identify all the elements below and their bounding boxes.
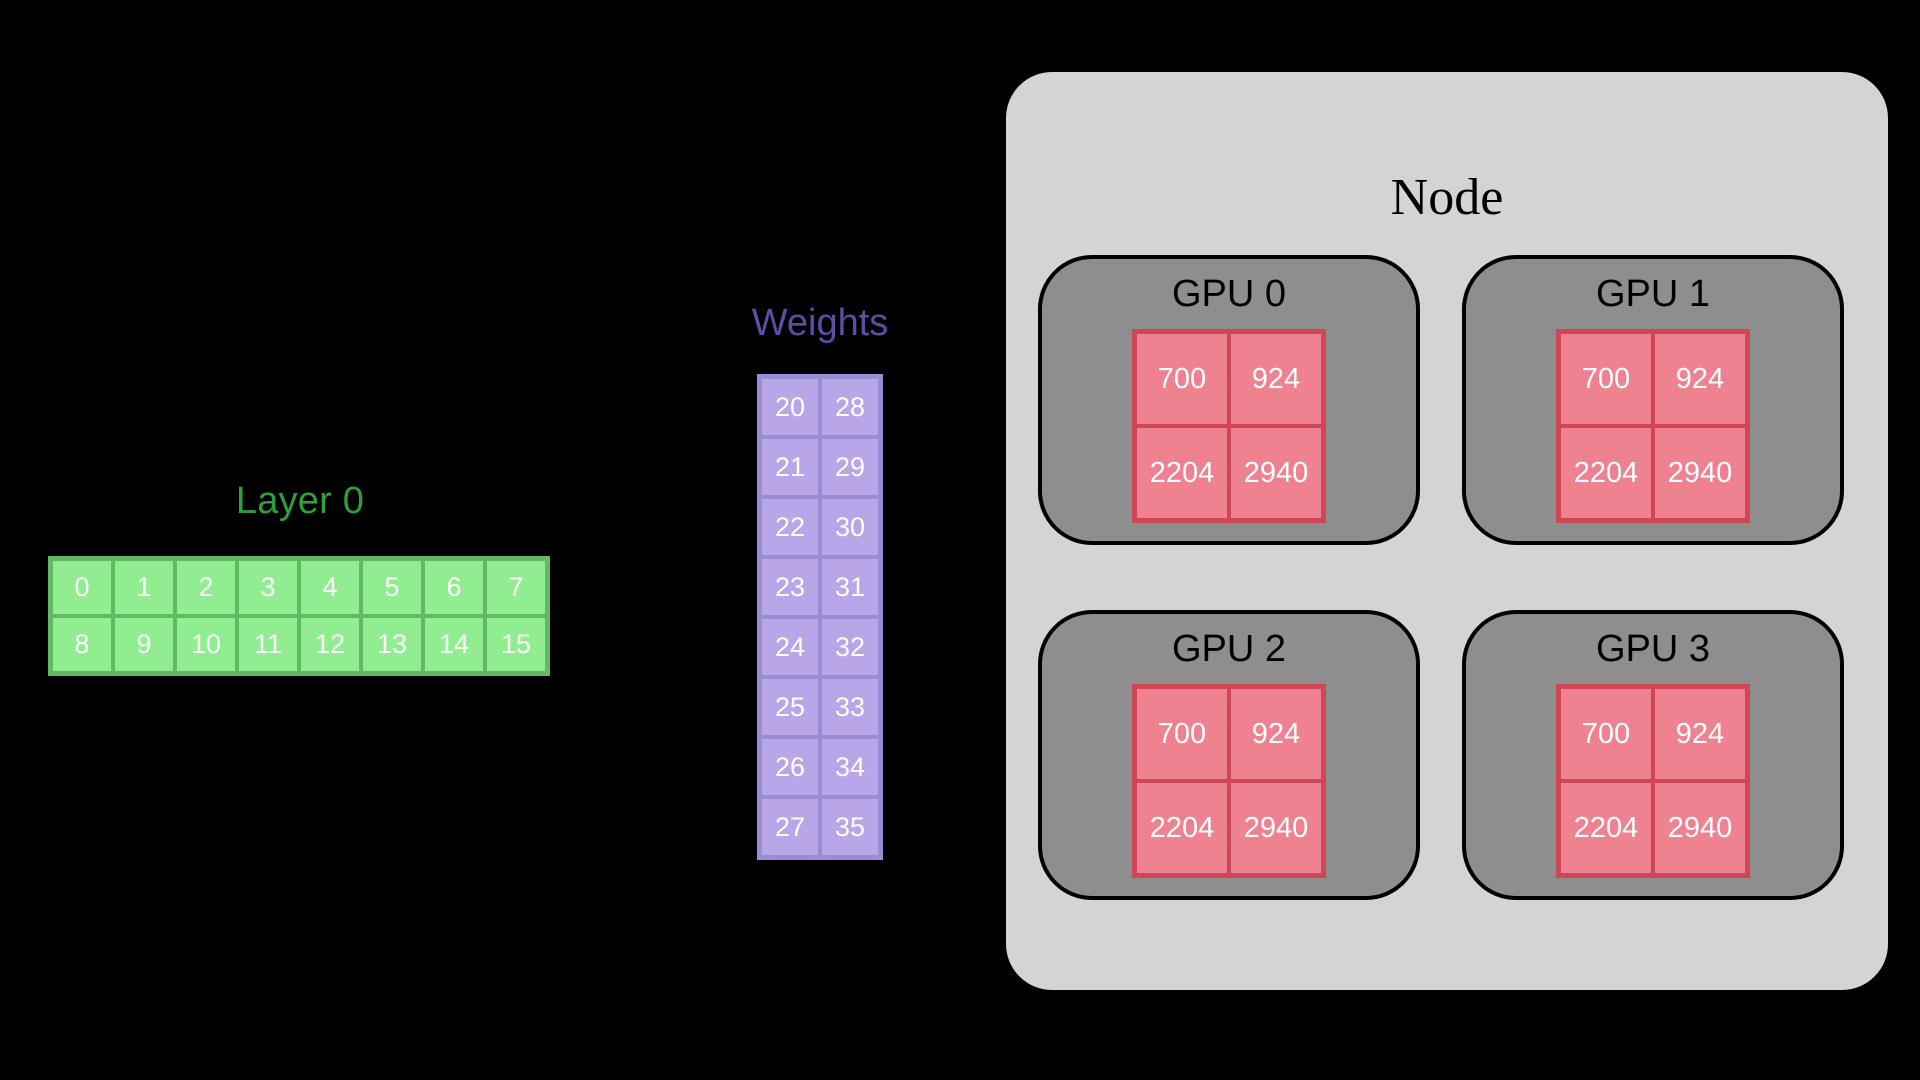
layer0-cell: 6 (423, 559, 485, 616)
weights-grid: 20 28 21 29 22 30 23 31 24 32 25 33 26 3… (757, 374, 883, 860)
weights-cell: 24 (760, 617, 820, 677)
weights-cell: 28 (820, 377, 880, 437)
weights-cell: 31 (820, 557, 880, 617)
layer0-cell: 11 (237, 616, 299, 673)
gpu-cell: 924 (1229, 332, 1323, 426)
weights-cell: 33 (820, 677, 880, 737)
layer0-cell: 0 (51, 559, 113, 616)
gpu-title: GPU 3 (1595, 628, 1711, 670)
weights-row: 22 30 (760, 497, 880, 557)
layer0-grid: 0 1 2 3 4 5 6 7 8 9 10 11 12 13 14 15 (48, 556, 550, 676)
gpu-cell: 2940 (1229, 426, 1323, 520)
weights-cell: 27 (760, 797, 820, 857)
gpu-cell: 700 (1135, 687, 1229, 781)
gpu-cell: 700 (1135, 332, 1229, 426)
layer0-cell: 4 (299, 559, 361, 616)
weights-row: 23 31 (760, 557, 880, 617)
layer0-row: 0 1 2 3 4 5 6 7 (51, 559, 547, 616)
gpu-grid-row: 2204 2940 (1559, 781, 1747, 875)
layer0-cell: 7 (485, 559, 547, 616)
layer0-cell: 14 (423, 616, 485, 673)
weights-row: 26 34 (760, 737, 880, 797)
gpu-grid-row: 700 924 (1559, 687, 1747, 781)
layer0-cell: 10 (175, 616, 237, 673)
layer0-cell: 3 (237, 559, 299, 616)
layer0-cell: 5 (361, 559, 423, 616)
gpu-cell: 700 (1559, 332, 1653, 426)
layer0-cell: 9 (113, 616, 175, 673)
gpu-grid: 700 924 2204 2940 (1556, 684, 1750, 878)
weights-cell: 32 (820, 617, 880, 677)
weights-cell: 30 (820, 497, 880, 557)
gpu-title: GPU 0 (1171, 273, 1287, 315)
layer0-row: 8 9 10 11 12 13 14 15 (51, 616, 547, 673)
gpu-grid-row: 700 924 (1559, 332, 1747, 426)
gpu-box-0: GPU 0 700 924 2204 2940 (1038, 255, 1420, 545)
gpu-grid: 700 924 2204 2940 (1132, 329, 1326, 523)
gpu-title: GPU 1 (1595, 273, 1711, 315)
weights-label: Weights (751, 302, 889, 344)
gpu-cell: 2204 (1559, 781, 1653, 875)
gpu-cell: 2204 (1135, 781, 1229, 875)
gpu-box-1: GPU 1 700 924 2204 2940 (1462, 255, 1844, 545)
weights-cell: 26 (760, 737, 820, 797)
weights-row: 20 28 (760, 377, 880, 437)
gpu-cell: 2204 (1135, 426, 1229, 520)
gpu-cell: 700 (1559, 687, 1653, 781)
gpu-grid: 700 924 2204 2940 (1132, 684, 1326, 878)
gpu-title: GPU 2 (1171, 628, 1287, 670)
weights-cell: 29 (820, 437, 880, 497)
layer0-cell: 1 (113, 559, 175, 616)
weights-row: 27 35 (760, 797, 880, 857)
gpu-grid-row: 2204 2940 (1135, 781, 1323, 875)
weights-cell: 23 (760, 557, 820, 617)
layer0-cell: 2 (175, 559, 237, 616)
weights-cell: 22 (760, 497, 820, 557)
weights-cell: 34 (820, 737, 880, 797)
layer0-cell: 13 (361, 616, 423, 673)
weights-cell: 35 (820, 797, 880, 857)
gpu-grid-row: 2204 2940 (1135, 426, 1323, 520)
weights-cell: 21 (760, 437, 820, 497)
layer0-label: Layer 0 (235, 480, 365, 522)
gpu-cell: 924 (1229, 687, 1323, 781)
gpu-cell: 2940 (1653, 781, 1747, 875)
gpu-cell: 2940 (1653, 426, 1747, 520)
layer0-cell: 15 (485, 616, 547, 673)
weights-cell: 20 (760, 377, 820, 437)
gpu-grid-row: 2204 2940 (1559, 426, 1747, 520)
gpu-cell: 2204 (1559, 426, 1653, 520)
layer0-cell: 12 (299, 616, 361, 673)
gpu-grid: 700 924 2204 2940 (1556, 329, 1750, 523)
gpu-box-2: GPU 2 700 924 2204 2940 (1038, 610, 1420, 900)
gpu-grid-row: 700 924 (1135, 687, 1323, 781)
node-title: Node (1390, 169, 1504, 226)
layer0-cell: 8 (51, 616, 113, 673)
weights-cell: 25 (760, 677, 820, 737)
weights-row: 21 29 (760, 437, 880, 497)
gpu-grid-row: 700 924 (1135, 332, 1323, 426)
gpu-cell: 2940 (1229, 781, 1323, 875)
weights-row: 24 32 (760, 617, 880, 677)
weights-row: 25 33 (760, 677, 880, 737)
gpu-cell: 924 (1653, 687, 1747, 781)
gpu-box-3: GPU 3 700 924 2204 2940 (1462, 610, 1844, 900)
gpu-cell: 924 (1653, 332, 1747, 426)
